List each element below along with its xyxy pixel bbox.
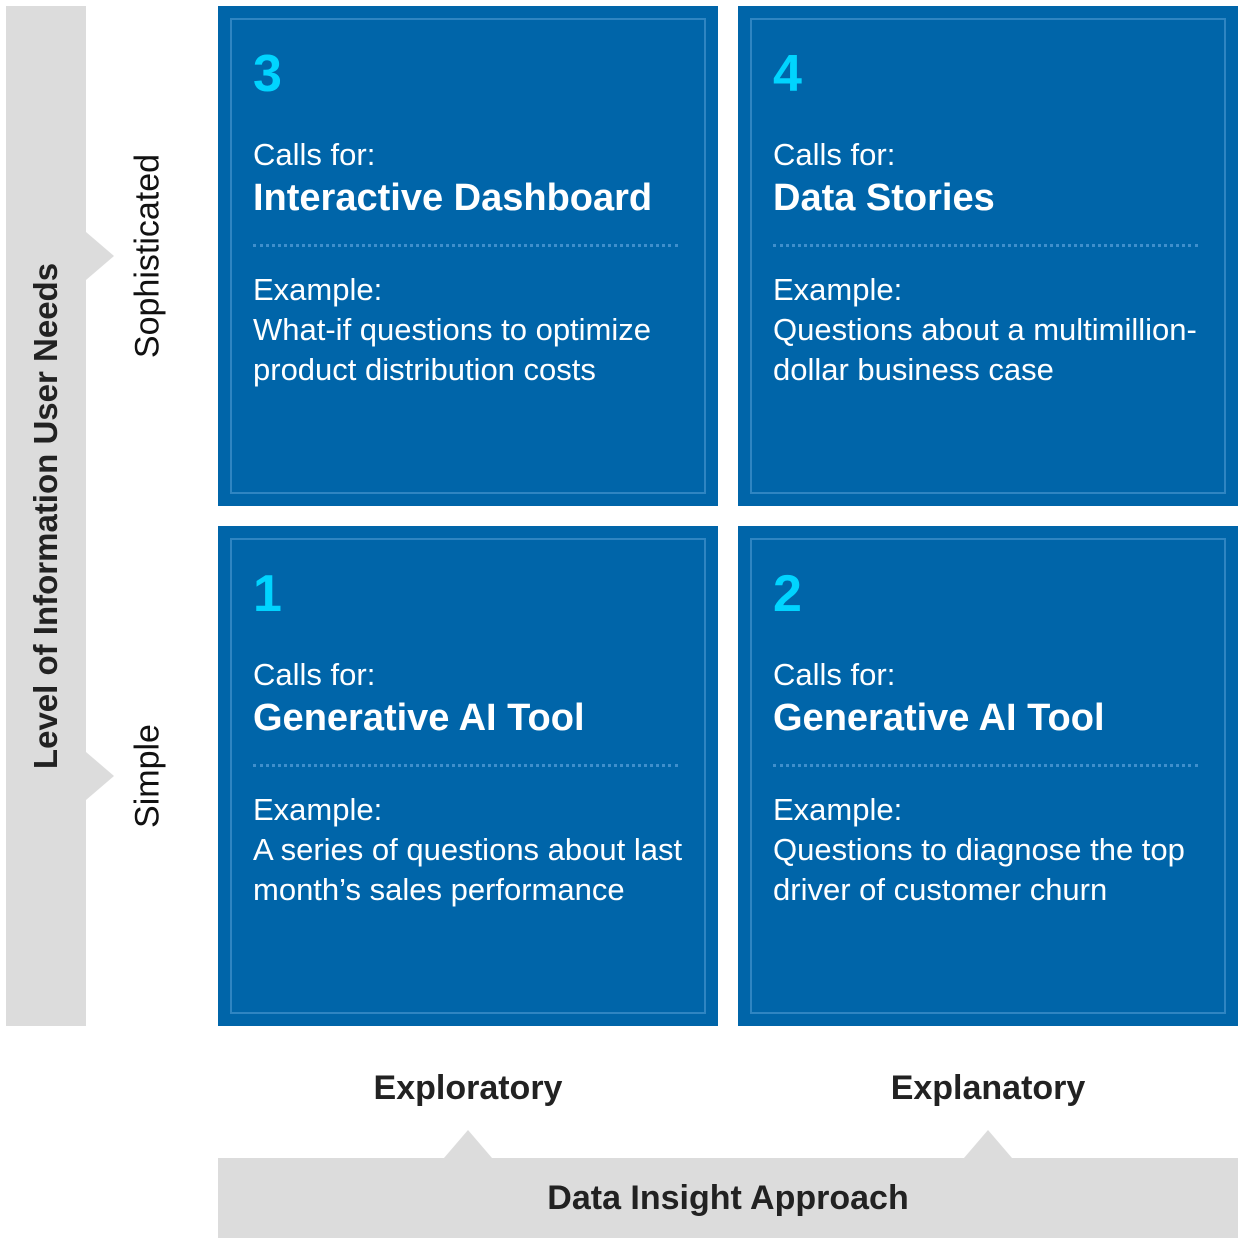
y-axis-label-sophisticated: Sophisticated — [128, 153, 167, 359]
quadrant-4-example-label: Example: — [773, 272, 903, 307]
quadrant-1-divider — [253, 764, 678, 767]
quadrant-2-inner-border — [750, 538, 1226, 1014]
quadrant-1-example-label: Example: — [253, 792, 383, 827]
quadrant-1-calls-label: Calls for: — [253, 657, 376, 692]
quadrant-3-calls-label: Calls for: — [253, 137, 376, 172]
quadrant-4-calls-label: Calls for: — [773, 137, 896, 172]
quadrant-4-number: 4 — [773, 45, 802, 103]
quadrant-2-example-label: Example: — [773, 792, 903, 827]
quadrant-1-example-text: A series of questions about last month’s… — [253, 832, 683, 907]
x-axis-band: Data Insight Approach — [218, 1158, 1238, 1238]
quadrant-4-calls-value: Data Stories — [773, 177, 995, 219]
x-axis-arrow-exploratory — [444, 1130, 492, 1158]
y-axis-band — [6, 6, 86, 1026]
quadrant-3-card: 3 Calls for: Interactive Dashboard Examp… — [218, 6, 718, 506]
quadrant-3-inner-border — [230, 18, 706, 494]
y-axis-title: Level of Information User Needs — [27, 262, 64, 770]
quadrant-2-calls-label: Calls for: — [773, 657, 896, 692]
y-axis-arrow-simple — [86, 752, 114, 800]
quadrant-3-example-label: Example: — [253, 272, 383, 307]
y-axis-label-simple: Simple — [128, 724, 167, 828]
quadrant-4-card: 4 Calls for: Data Stories Example: Quest… — [738, 6, 1238, 506]
x-axis-label-exploratory: Exploratory — [373, 1069, 563, 1107]
x-axis-arrow-explanatory — [964, 1130, 1012, 1158]
x-axis-label-explanatory: Explanatory — [890, 1069, 1086, 1107]
quadrant-2-calls-value: Generative AI Tool — [773, 697, 1105, 739]
quadrant-3-example-text: What-if questions to optimize product di… — [253, 312, 652, 387]
quadrant-1-calls-value: Generative AI Tool — [253, 697, 585, 739]
quadrant-1-card: 1 Calls for: Generative AI Tool Example:… — [218, 526, 718, 1026]
y-axis-arrow-sophisticated — [86, 232, 114, 280]
quadrant-1-number: 1 — [253, 565, 282, 623]
quadrant-2-card: 2 Calls for: Generative AI Tool Example:… — [738, 526, 1238, 1026]
x-axis-title: Data Insight Approach — [547, 1178, 909, 1217]
quadrant-1-inner-border — [230, 538, 706, 1014]
quadrant-2-number: 2 — [773, 565, 802, 623]
quadrant-3-divider — [253, 244, 678, 247]
quadrant-4-example-text: Questions about a multimillion-dollar bu… — [773, 312, 1197, 387]
quadrant-2-divider — [773, 764, 1198, 767]
quadrant-3-calls-value: Interactive Dashboard — [253, 177, 653, 219]
quadrant-4-divider — [773, 244, 1198, 247]
quadrant-4-inner-border — [750, 18, 1226, 494]
quadrant-3-number: 3 — [253, 45, 282, 103]
quadrant-2-example-text: Questions to diagnose the top driver of … — [773, 832, 1185, 907]
